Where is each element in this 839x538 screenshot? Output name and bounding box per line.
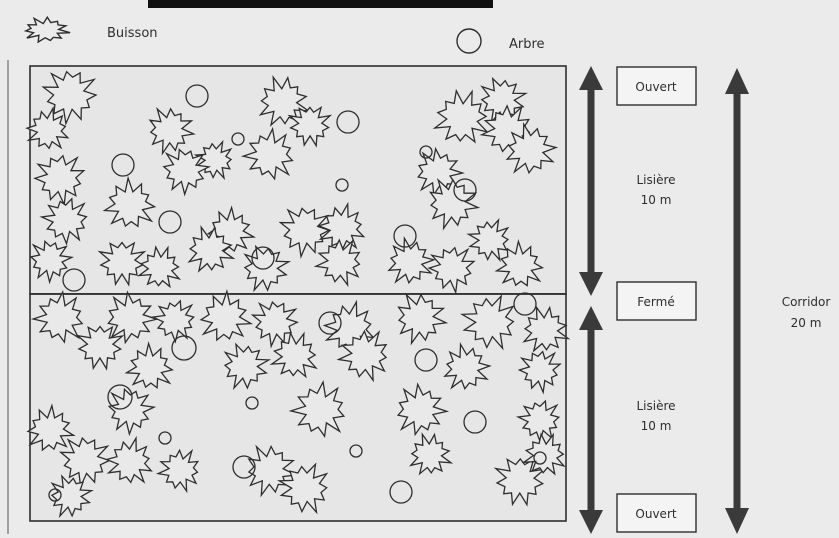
bush-icon <box>278 207 331 259</box>
bush-icon <box>427 246 476 295</box>
bush-icon <box>428 177 481 231</box>
bush-icon <box>75 325 125 371</box>
tree-icon <box>111 153 135 177</box>
bush-icon <box>287 106 333 148</box>
bush-icon <box>193 139 233 181</box>
edge-bottom-distance: 10 m <box>641 419 672 433</box>
vegetation <box>25 70 571 519</box>
bush-icon <box>162 148 212 197</box>
bottom-open-box: Ouvert <box>616 493 697 533</box>
tree-icon <box>393 224 417 248</box>
bush-icon <box>58 436 112 489</box>
bush-icon <box>104 435 153 484</box>
bush-icon <box>124 341 174 390</box>
bush-icon <box>26 403 76 452</box>
bush-icon <box>102 175 157 228</box>
legend-tree-label: Arbre <box>509 37 545 52</box>
legend-bush-label: Buisson <box>107 26 158 41</box>
bush-icon <box>50 474 94 519</box>
bush-icon <box>432 88 490 144</box>
bush-icon <box>336 329 388 383</box>
bush-icon <box>277 462 329 515</box>
bush-icon <box>25 105 70 150</box>
tree-icon <box>107 384 133 410</box>
header-bar <box>148 0 493 8</box>
tree-icon <box>349 444 363 458</box>
bush-icon <box>466 218 510 263</box>
bush-icon <box>522 305 571 353</box>
legend-bush-icon <box>23 15 71 44</box>
edge-top-distance: 10 m <box>641 193 672 207</box>
corridor-label: Corridor <box>782 295 831 309</box>
tree-icon <box>171 335 197 361</box>
bush-icon <box>515 399 561 444</box>
bush-icon <box>107 290 160 345</box>
tree-icon <box>231 132 245 146</box>
middle-closed-label: Fermé <box>637 295 674 309</box>
bush-icon <box>396 382 450 437</box>
bush-icon <box>517 350 562 395</box>
tree-icon <box>318 311 342 335</box>
bush-icon <box>387 236 436 285</box>
bush-icon <box>313 238 361 288</box>
tree-icon <box>245 396 259 410</box>
bush-icon <box>33 154 86 207</box>
corridor-distance: 20 m <box>791 316 822 330</box>
tree-icon <box>389 480 413 504</box>
tree-icon <box>419 145 433 159</box>
tree-icon <box>414 348 438 372</box>
middle-closed-box: Fermé <box>616 281 697 321</box>
bush-icon <box>494 239 545 287</box>
bush-icon <box>150 299 195 344</box>
tree-icon <box>336 110 360 134</box>
tree-icon <box>158 431 172 445</box>
corridor-arrow <box>725 68 749 534</box>
tree-icon <box>158 210 182 234</box>
tree-icon <box>453 178 477 202</box>
bush-icon <box>443 341 492 390</box>
bush-icon <box>29 240 75 285</box>
tree-icon <box>533 451 547 465</box>
edge-bottom-arrow <box>579 306 603 534</box>
tree-icon <box>251 246 275 270</box>
bush-icon <box>269 331 318 379</box>
bush-icon <box>288 379 346 439</box>
bush-icon <box>493 457 547 507</box>
bush-icon <box>240 126 294 181</box>
bush-icon <box>316 201 366 250</box>
top-open-box: Ouvert <box>616 66 697 106</box>
tree-icon <box>232 455 256 479</box>
tree-icon <box>185 84 209 108</box>
edge-top-label: Lisière <box>636 173 675 187</box>
tree-icon <box>335 178 349 192</box>
bush-icon <box>397 292 449 346</box>
bush-icon <box>155 448 200 494</box>
edge-bottom-label: Lisière <box>636 399 675 413</box>
bush-icon <box>39 197 88 246</box>
bush-icon <box>408 432 454 476</box>
bush-icon <box>30 289 84 344</box>
bush-icon <box>97 241 147 287</box>
bush-icon <box>187 225 236 273</box>
bush-icon <box>459 294 515 351</box>
bush-icon <box>199 289 254 342</box>
bush-icon <box>148 106 196 156</box>
legend-tree-icon <box>456 28 482 54</box>
bush-icon <box>505 121 559 175</box>
bush-icon <box>250 300 299 349</box>
legend: Buisson Arbre <box>23 15 545 54</box>
bush-icon <box>41 70 98 126</box>
tree-icon <box>463 410 487 434</box>
bush-icon <box>136 245 182 289</box>
top-open-label: Ouvert <box>635 80 676 94</box>
field <box>7 60 571 534</box>
tree-icon <box>62 268 86 292</box>
edge-top-arrow <box>579 66 603 296</box>
bottom-open-label: Ouvert <box>635 507 676 521</box>
bush-icon <box>223 342 272 391</box>
tree-icon <box>48 488 62 502</box>
tree-icon <box>513 292 537 316</box>
